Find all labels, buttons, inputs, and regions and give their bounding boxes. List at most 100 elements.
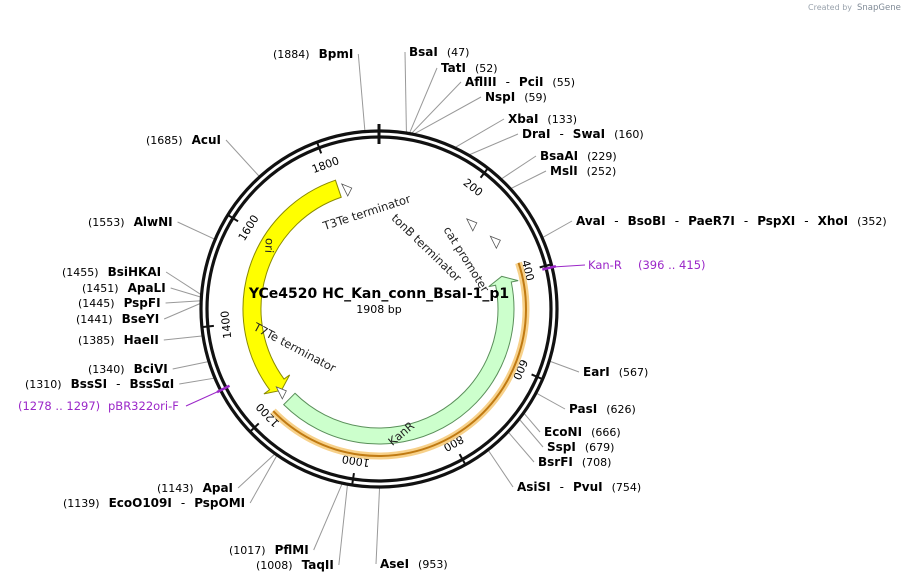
- enzyme-name: AvaI: [576, 214, 605, 228]
- primer-leader-pbr322ori-f: [185, 390, 220, 407]
- enzyme-site-avai[interactable]: AvaI-BsoBI-PaeR7I-PspXI-XhoI(352): [576, 214, 887, 228]
- enzyme-leader-asei: [375, 486, 381, 565]
- tick-1800: [316, 142, 323, 154]
- enzyme-site-asisi[interactable]: AsiSI-PvuI(754): [517, 480, 641, 494]
- enzyme-site-taqii[interactable]: (1008)TaqII: [256, 558, 334, 572]
- enzyme-leader-bsaai: [500, 155, 537, 180]
- enzyme-position: (1310): [25, 378, 62, 391]
- cat-promoter-symbol[interactable]: [489, 235, 501, 250]
- enzyme-site-sspi[interactable]: SspI(679): [547, 440, 614, 454]
- enzyme-name: PvuI: [573, 480, 603, 494]
- enzyme-leader-apali: [170, 287, 202, 298]
- enzyme-separator: -: [116, 377, 120, 391]
- enzyme-leader-alwni: [177, 221, 216, 240]
- enzyme-site-bsihkai[interactable]: (1455) BsiHKAI: [62, 265, 161, 279]
- enzyme-position: (679): [585, 441, 615, 454]
- enzyme-site-msli[interactable]: MslI(252): [550, 164, 616, 178]
- primer-name-pbr322ori-f[interactable]: pBR322ori-F: [108, 399, 179, 413]
- enzyme-site-eari[interactable]: EarI(567): [583, 365, 648, 379]
- enzyme-name: SwaI: [573, 127, 605, 141]
- enzyme-site-tati[interactable]: TatI (52): [441, 61, 498, 75]
- enzyme-name: HaeII: [124, 333, 159, 347]
- enzyme-leader-acui: [225, 139, 261, 178]
- kanr-feature-arrow[interactable]: [282, 275, 519, 445]
- enzyme-position: (1455): [62, 266, 99, 279]
- t7te-terminator-symbol[interactable]: [275, 386, 287, 400]
- enzyme-leader-bsrfi: [507, 431, 535, 463]
- enzyme-leader-bsssi: [179, 377, 216, 385]
- enzyme-site-acui[interactable]: (1685)AcuI: [146, 133, 221, 147]
- enzyme-position: (52): [475, 62, 498, 75]
- enzyme-name: ApaI: [203, 481, 233, 495]
- enzyme-site-haeii[interactable]: (1385)HaeII: [78, 333, 159, 347]
- enzyme-name: BsiHKAI: [108, 265, 162, 279]
- tick-1400: [202, 324, 214, 329]
- primer-range-kan-r: (396 .. 415): [638, 258, 706, 272]
- enzyme-name: NspI: [485, 90, 515, 104]
- enzyme-site-bcivi[interactable]: (1340)BciVI: [88, 362, 168, 376]
- enzyme-site-apali[interactable]: (1451)ApaLI: [82, 281, 166, 295]
- ori-feature-arrow[interactable]: [242, 179, 342, 395]
- enzyme-position: (1884): [273, 48, 310, 61]
- tick-label-1600: 1600: [236, 213, 262, 244]
- enzyme-name: BseYI: [122, 312, 160, 326]
- enzyme-leader-pasi: [535, 392, 566, 410]
- tick-1000: [351, 472, 355, 485]
- enzyme-position: (1143): [157, 482, 194, 495]
- enzyme-position: (626): [606, 403, 636, 416]
- enzyme-site-pspfi[interactable]: (1445)PspFI: [78, 296, 161, 310]
- enzyme-leader-pspfi: [165, 300, 202, 304]
- enzyme-separator: -: [506, 75, 510, 89]
- enzyme-position: (754): [612, 481, 642, 494]
- enzyme-site-bsaai[interactable]: BsaAI(229): [540, 149, 617, 163]
- enzyme-site-ecoo109i[interactable]: (1139)EcoO109I-PspOMI: [63, 496, 245, 510]
- ori-label: ori: [262, 238, 277, 254]
- enzyme-site-nspi[interactable]: NspI(59): [485, 90, 547, 104]
- kan-r-span-arc: [272, 262, 527, 457]
- enzyme-site-asei[interactable]: AseI(953): [380, 557, 448, 571]
- primer-name-kan-r[interactable]: Kan-R: [588, 258, 622, 272]
- enzyme-leader-bcivi: [172, 361, 210, 370]
- enzyme-name: BssSαI: [129, 377, 174, 391]
- enzyme-leader-tati: [408, 67, 438, 134]
- enzyme-site-afliii[interactable]: AflIII-PciI(55): [465, 75, 575, 89]
- enzyme-leader-xbai: [454, 118, 505, 149]
- enzyme-position: (47): [447, 46, 470, 59]
- enzyme-site-pflmi[interactable]: (1017)PflMI: [229, 543, 309, 557]
- enzyme-name: BpmI: [319, 47, 354, 61]
- enzyme-site-apai[interactable]: (1143) ApaI: [157, 481, 233, 495]
- enzyme-site-bseyi[interactable]: (1441)BseYI: [76, 312, 159, 326]
- enzyme-leader-haeii: [163, 335, 204, 341]
- enzyme-position: (708): [582, 456, 612, 469]
- enzyme-leader-avai: [541, 220, 573, 239]
- enzyme-site-econi[interactable]: EcoNI(666): [544, 425, 621, 439]
- enzyme-leader-asisi: [487, 449, 514, 488]
- enzyme-position: (229): [587, 150, 617, 163]
- enzyme-leader-drai: [468, 133, 519, 156]
- t3te-terminator-symbol[interactable]: [340, 183, 353, 197]
- enzyme-name: AsiSI: [517, 480, 551, 494]
- enzyme-site-drai[interactable]: DraI-SwaI(160): [522, 127, 644, 141]
- enzyme-leader-bsihkai: [165, 271, 202, 296]
- tick-label-1800: 1800: [310, 154, 341, 176]
- enzyme-position: (55): [552, 76, 575, 89]
- enzyme-site-xbai[interactable]: XbaI(133): [508, 112, 577, 126]
- enzyme-leader-bseyi: [163, 302, 202, 320]
- enzyme-name: BsaI: [409, 45, 438, 59]
- enzyme-site-alwni[interactable]: (1553) AlwNI: [88, 215, 173, 229]
- enzyme-name: AlwNI: [134, 215, 173, 229]
- tick-1200: [250, 422, 260, 432]
- enzyme-site-bsai[interactable]: BsaI (47): [409, 45, 469, 59]
- tick-label-200: 200: [461, 176, 486, 199]
- enzyme-name: BsrFI: [538, 455, 573, 469]
- enzyme-site-pasi[interactable]: PasI(626): [569, 402, 636, 416]
- plasmid-name: YCe4520 HC_Kan_conn_BsaI-1_p1: [248, 286, 509, 302]
- tonb-terminator-symbol[interactable]: [465, 218, 478, 232]
- enzyme-labels: (1884) BpmI BsaI (47) TatI (52)AflIII-PciI(55…: [25, 45, 887, 572]
- enzyme-site-bpmi[interactable]: (1884) BpmI: [273, 47, 353, 61]
- enzyme-name: TatI: [441, 61, 466, 75]
- enzyme-site-bsrfi[interactable]: BsrFI (708): [538, 455, 611, 469]
- enzyme-position: (1553): [88, 216, 125, 229]
- enzyme-site-bsssi[interactable]: (1310)BssSI-BssSαI: [25, 377, 174, 391]
